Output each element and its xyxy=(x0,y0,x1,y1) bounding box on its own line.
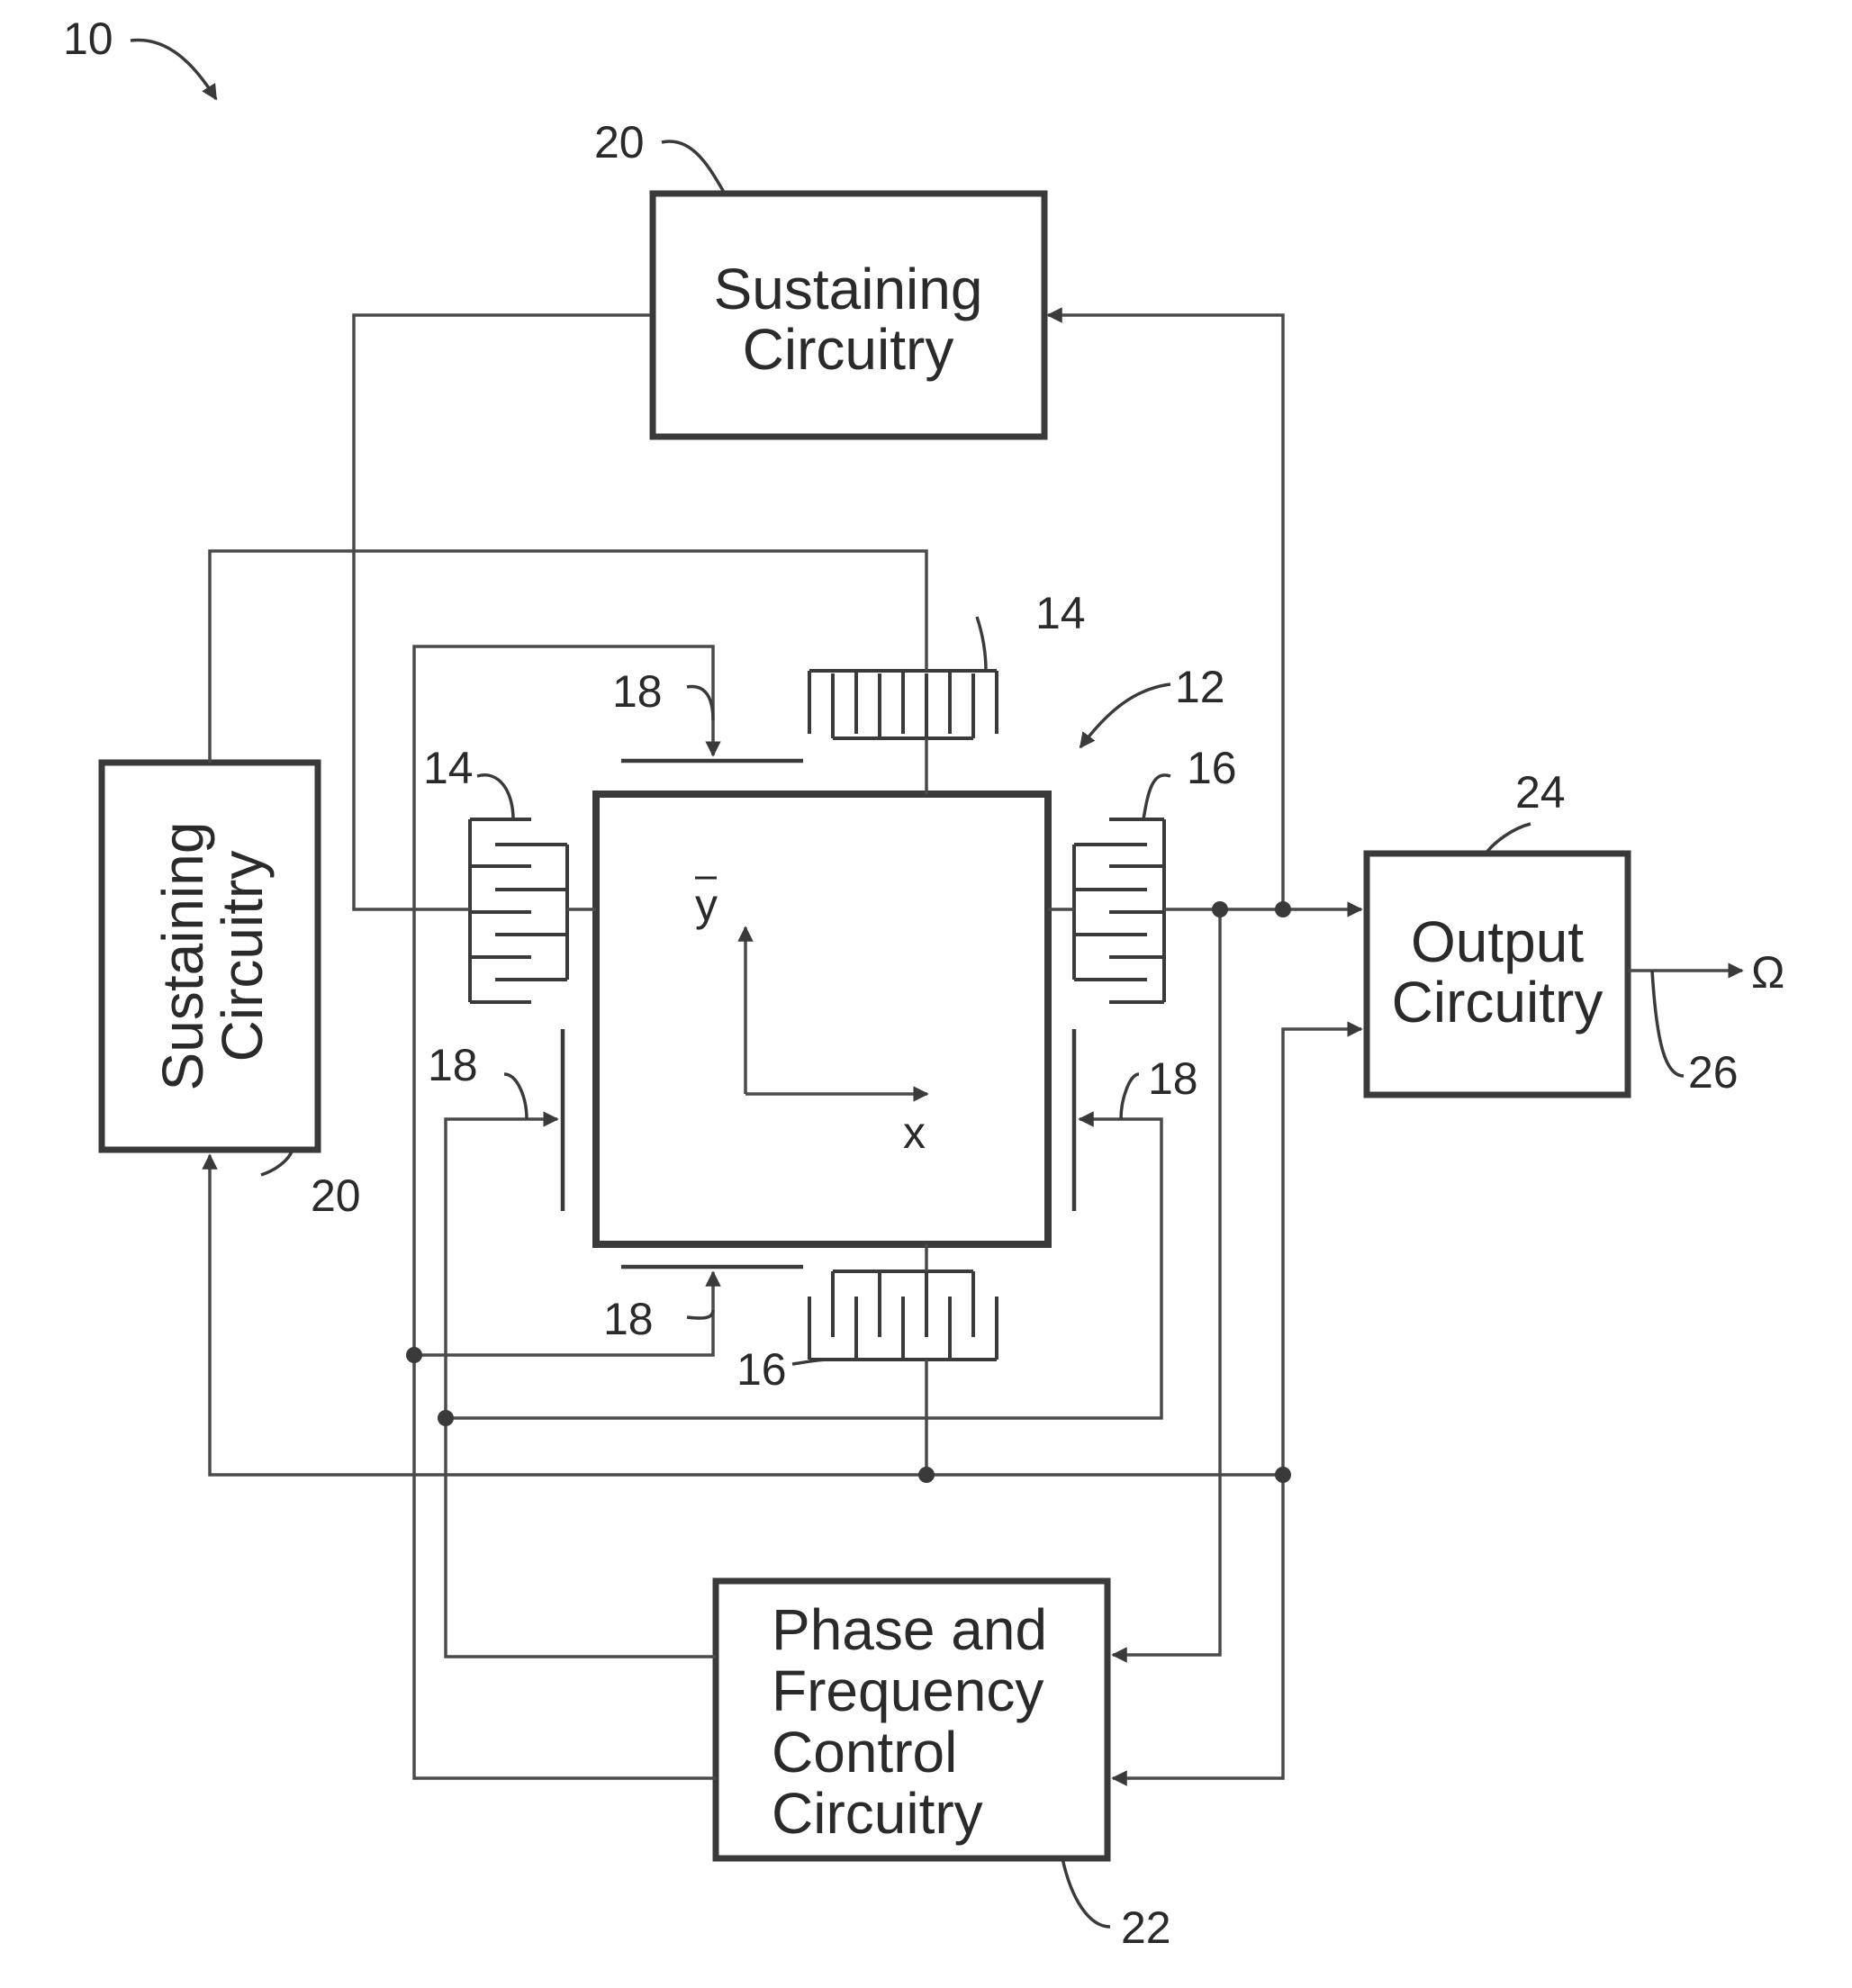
ref-sense-comb-right: 16 xyxy=(1187,743,1237,793)
sense-comb-right xyxy=(1048,819,1164,1002)
drive-comb-left xyxy=(470,819,596,1002)
output-line2: Circuitry xyxy=(1392,970,1604,1035)
ref-drive-comb-left: 14 xyxy=(423,743,474,793)
pfc-line3: Control xyxy=(772,1720,957,1785)
drive-comb-top xyxy=(809,671,997,794)
sustaining-circuitry-left: Sustaining Circuitry xyxy=(102,763,318,1150)
pfc-line2: Frequency xyxy=(772,1658,1043,1723)
sustaining-left-line2: Circuitry xyxy=(210,851,275,1062)
sustaining-left-line1: Sustaining xyxy=(150,822,215,1091)
sustaining-top-line1: Sustaining xyxy=(714,257,983,321)
sustaining-circuitry-top: Sustaining Circuitry xyxy=(653,194,1044,437)
output-circuitry: Output Circuitry xyxy=(1367,854,1628,1095)
pfc-line1: Phase and xyxy=(772,1597,1047,1662)
phase-frequency-control-circuitry: Phase and Frequency Control Circuitry xyxy=(716,1581,1107,1858)
sustaining-top-line2: Circuitry xyxy=(743,317,954,382)
ref-sustaining-top: 20 xyxy=(594,117,645,167)
ref-electrode-bottom: 18 xyxy=(603,1294,654,1344)
ref-output-line: 26 xyxy=(1688,1047,1739,1098)
ref-drive-comb-top: 14 xyxy=(1035,588,1086,638)
ref-pfc: 22 xyxy=(1121,1902,1171,1953)
pfc-line4: Circuitry xyxy=(772,1781,983,1846)
ref-sense-comb-bottom: 16 xyxy=(736,1344,787,1395)
ref-output: 24 xyxy=(1515,767,1566,818)
y-axis-label: y xyxy=(695,880,718,930)
ref-electrode-right: 18 xyxy=(1148,1053,1198,1104)
sense-comb-bottom xyxy=(809,1244,997,1360)
resonator-mass: y x xyxy=(596,794,1048,1244)
ref-electrode-left: 18 xyxy=(428,1040,478,1090)
ref-electrode-top: 18 xyxy=(612,666,663,717)
ref-sustaining-left: 20 xyxy=(311,1170,361,1221)
ref-figure: 10 xyxy=(63,14,113,64)
tuning-electrodes xyxy=(563,761,1074,1267)
ref-resonator: 12 xyxy=(1175,662,1225,712)
output-omega: Ω xyxy=(1751,947,1784,998)
x-axis-label: x xyxy=(903,1107,926,1158)
output-line1: Output xyxy=(1411,909,1584,974)
